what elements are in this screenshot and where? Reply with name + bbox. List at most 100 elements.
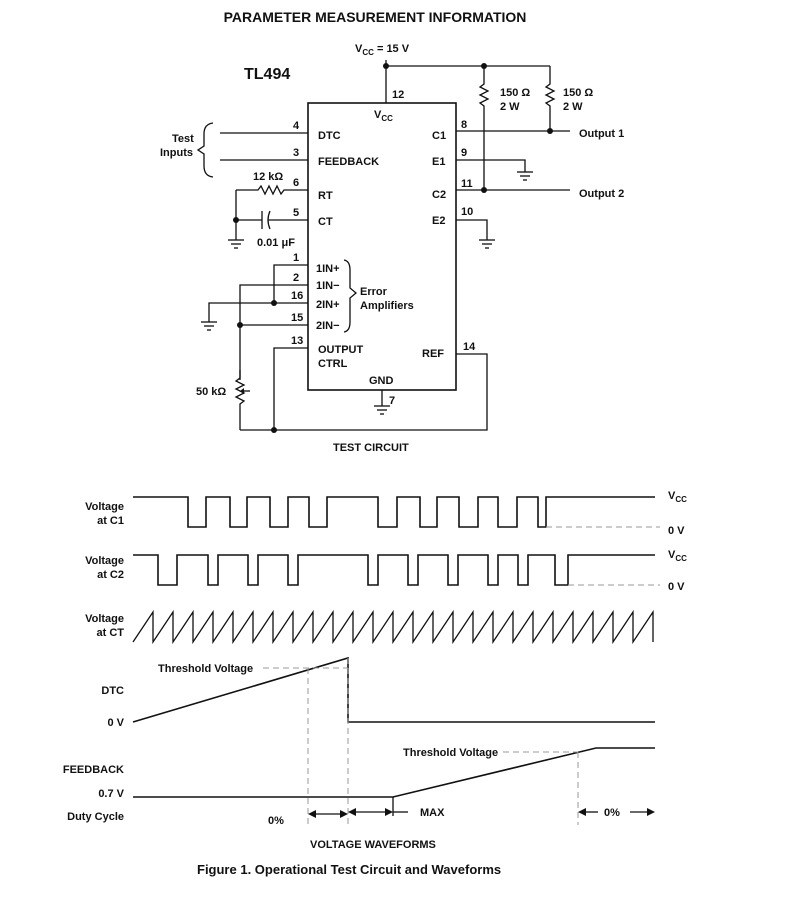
c2-zero-label: 0 V — [668, 581, 685, 593]
rt-resistor — [236, 184, 308, 196]
ground-icon — [517, 171, 533, 181]
pin-16-number: 16 — [291, 290, 303, 302]
pin-4-number: 4 — [293, 120, 300, 132]
output-2-label: Output 2 — [579, 188, 624, 200]
feedback-base-label: 0.7 V — [98, 788, 124, 800]
pin-11-number: 11 — [461, 178, 473, 190]
chip-vcc-label: VCC — [374, 109, 393, 123]
pin-2in-minus-label: 2IN− — [316, 320, 340, 332]
supply-label: VCC = 15 V — [355, 43, 410, 57]
rt-value: 12 kΩ — [253, 171, 283, 183]
c2-waveform — [133, 554, 655, 586]
c1-zero-label: 0 V — [668, 525, 685, 537]
ct-label-2: at CT — [97, 627, 125, 639]
page-title: PARAMETER MEASUREMENT INFORMATION — [224, 9, 527, 25]
pin-8-number: 8 — [461, 119, 467, 131]
duty-zero-left-arrow — [308, 810, 348, 818]
svg-text:2 W: 2 W — [500, 101, 520, 113]
chip-gnd-label: GND — [369, 375, 394, 387]
feedback-label: FEEDBACK — [63, 764, 124, 776]
resistor-150-left: 150 Ω 2 W — [478, 66, 530, 190]
ground-icon — [201, 321, 217, 331]
ground-icon — [374, 405, 390, 415]
1in-minus-wire — [239, 284, 308, 380]
c2-label-2: at C2 — [97, 569, 124, 581]
test-inputs-brace — [196, 122, 214, 178]
ref-wire — [240, 353, 488, 431]
pin-1in-minus-label: 1IN− — [316, 280, 340, 292]
duty-max-arrow — [348, 797, 408, 816]
c1-waveform — [133, 496, 655, 528]
c2-vcc-label: VCC — [668, 549, 687, 563]
chip-name: TL494 — [244, 66, 290, 83]
output-1-label: Output 1 — [579, 128, 624, 140]
pin-13-number: 13 — [291, 335, 303, 347]
pin-12-number: 12 — [392, 89, 404, 101]
output-ctrl-node — [271, 427, 277, 433]
ct-sawtooth — [132, 609, 654, 645]
ct-label-1: Voltage — [85, 613, 124, 625]
ct-value: 0.01 μF — [257, 237, 295, 249]
pin-dtc-label: DTC — [318, 130, 341, 142]
pin-ctrl-label: CTRL — [318, 358, 348, 370]
duty-max-label: MAX — [420, 807, 445, 819]
pin-9-number: 9 — [461, 147, 467, 159]
e1-wire — [456, 159, 526, 172]
2in-plus-node — [271, 300, 277, 306]
test-inputs-label-2: Inputs — [160, 147, 193, 159]
duty-zero-right-label: 0% — [604, 807, 620, 819]
dtc-threshold-label: Threshold Voltage — [158, 663, 253, 675]
test-inputs-label-1: Test — [172, 133, 194, 145]
ground-icon — [228, 239, 244, 249]
test-circuit: TL494 VCC = 15 V VCC GND 12 150 Ω 2 W 15… — [160, 43, 624, 454]
dtc-label: DTC — [101, 685, 124, 697]
c2-node — [481, 187, 487, 193]
ground-icon — [479, 239, 495, 249]
pin-2in-plus-label: 2IN+ — [316, 299, 340, 311]
pin-1in-plus-label: 1IN+ — [316, 263, 340, 275]
pin-output-label: OUTPUT — [318, 344, 364, 356]
feedback-threshold-label: Threshold Voltage — [403, 747, 498, 759]
c2-label-1: Voltage — [85, 555, 124, 567]
error-amp-label-2: Amplifiers — [360, 300, 414, 312]
pin-15-number: 15 — [291, 312, 303, 324]
pin-e2-label: E2 — [432, 215, 445, 227]
pin-e1-label: E1 — [432, 156, 445, 168]
dtc-zero-label: 0 V — [107, 717, 124, 729]
pin-5-number: 5 — [293, 207, 299, 219]
pin-14-number: 14 — [463, 341, 476, 353]
c1-vcc-label: VCC — [668, 490, 687, 504]
pin-rt-label: RT — [318, 190, 333, 202]
svg-text:150 Ω: 150 Ω — [500, 87, 530, 99]
pin-ref-label: REF — [422, 348, 444, 360]
2in-minus-node — [237, 322, 243, 328]
pin-10-number: 10 — [461, 206, 473, 218]
waveforms-caption: VOLTAGE WAVEFORMS — [310, 839, 436, 851]
duty-cycle-label: Duty Cycle — [67, 811, 124, 823]
error-amp-label-1: Error — [360, 286, 388, 298]
svg-text:150 Ω: 150 Ω — [563, 87, 593, 99]
feedback-waveform — [133, 747, 655, 798]
resistor-150-right: 150 Ω 2 W — [544, 66, 593, 131]
1in-plus-wire — [273, 264, 308, 303]
pin-ct-label: CT — [318, 216, 333, 228]
duty-zero-right-arrow — [578, 808, 655, 816]
figure-caption: Figure 1. Operational Test Circuit and W… — [197, 862, 501, 877]
pin-3-number: 3 — [293, 147, 299, 159]
pin-7-number: 7 — [389, 395, 395, 407]
pin-feedback-label: FEEDBACK — [318, 156, 379, 168]
pot-resistor — [234, 370, 250, 430]
c1-node — [547, 128, 553, 134]
duty-zero-left-label: 0% — [268, 815, 284, 827]
output-ctrl-wire — [273, 347, 308, 430]
pin-2-number: 2 — [293, 272, 299, 284]
voltage-waveforms: Voltage at C1 Voltage at C2 Voltage at C… — [63, 490, 687, 851]
pin-c1-label: C1 — [432, 130, 446, 142]
pin-c2-label: C2 — [432, 189, 446, 201]
e2-wire — [456, 219, 488, 240]
pin-6-number: 6 — [293, 177, 299, 189]
test-circuit-caption: TEST CIRCUIT — [333, 442, 409, 454]
c1-label-1: Voltage — [85, 501, 124, 513]
pot-value: 50 kΩ — [196, 386, 226, 398]
